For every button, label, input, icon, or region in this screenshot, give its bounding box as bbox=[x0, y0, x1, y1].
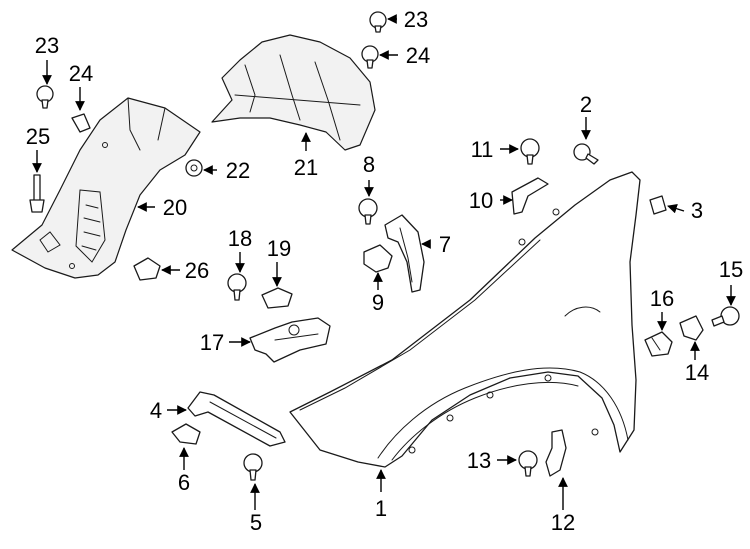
fastener-24-left bbox=[71, 113, 91, 133]
fastener-3 bbox=[649, 195, 667, 215]
clip-19-part bbox=[261, 287, 293, 309]
fastener-2 bbox=[573, 143, 599, 165]
callout-8: 8 bbox=[363, 152, 375, 177]
callout-12: 12 bbox=[551, 510, 575, 535]
wheel-arch-liner-part bbox=[11, 97, 201, 279]
bracket-12-part bbox=[545, 429, 567, 477]
fastener-11 bbox=[520, 138, 540, 165]
callout-23-left: 23 bbox=[35, 33, 59, 58]
callout-19: 19 bbox=[267, 236, 291, 261]
clip-16-part bbox=[644, 331, 673, 357]
fastener-15 bbox=[711, 306, 740, 327]
fastener-13 bbox=[518, 450, 538, 477]
bracket-10-part bbox=[511, 177, 549, 215]
fastener-23-left bbox=[36, 85, 54, 109]
fastener-18 bbox=[227, 273, 247, 301]
rear-liner-part bbox=[211, 34, 376, 151]
bracket-17-part bbox=[249, 317, 331, 363]
clip-6-part bbox=[171, 423, 201, 445]
fastener-23-top bbox=[369, 11, 387, 33]
callout-3: 3 bbox=[691, 198, 703, 223]
callout-25: 25 bbox=[26, 124, 50, 149]
nut-22-part bbox=[185, 159, 203, 177]
fastener-24-top bbox=[361, 45, 379, 69]
callout-15: 15 bbox=[719, 257, 743, 282]
callout-2: 2 bbox=[580, 92, 592, 117]
callout-4: 4 bbox=[150, 398, 162, 423]
bracket-4-part bbox=[187, 391, 286, 447]
callout-1: 1 bbox=[375, 496, 387, 521]
clip-26-part bbox=[133, 257, 161, 281]
callout-24-left: 24 bbox=[69, 61, 93, 86]
callout-24-top: 24 bbox=[406, 43, 430, 68]
callout-11: 11 bbox=[471, 137, 494, 162]
callout-13: 13 bbox=[467, 448, 491, 473]
callout-9: 9 bbox=[372, 290, 384, 315]
callout-20: 20 bbox=[163, 195, 187, 220]
fastener-5 bbox=[243, 453, 263, 481]
callout-10: 10 bbox=[469, 188, 493, 213]
callout-26: 26 bbox=[185, 258, 209, 283]
callout-16: 16 bbox=[650, 286, 674, 311]
callout-18: 18 bbox=[228, 226, 252, 251]
callout-17: 17 bbox=[200, 330, 224, 355]
callout-6: 6 bbox=[178, 470, 190, 495]
callout-7: 7 bbox=[439, 232, 451, 257]
clip-9-part bbox=[363, 244, 393, 273]
callout-21: 21 bbox=[294, 155, 318, 180]
clip-14-part bbox=[679, 315, 704, 341]
callout-5: 5 bbox=[250, 510, 262, 535]
callout-23-top: 23 bbox=[404, 7, 428, 32]
callout-14: 14 bbox=[685, 360, 709, 385]
leader-lines bbox=[32, 14, 736, 510]
fastener-25 bbox=[29, 174, 45, 213]
fender-part bbox=[289, 171, 641, 468]
bracket-7-part bbox=[384, 214, 425, 293]
fastener-8 bbox=[358, 198, 378, 225]
callout-22: 22 bbox=[226, 158, 250, 183]
